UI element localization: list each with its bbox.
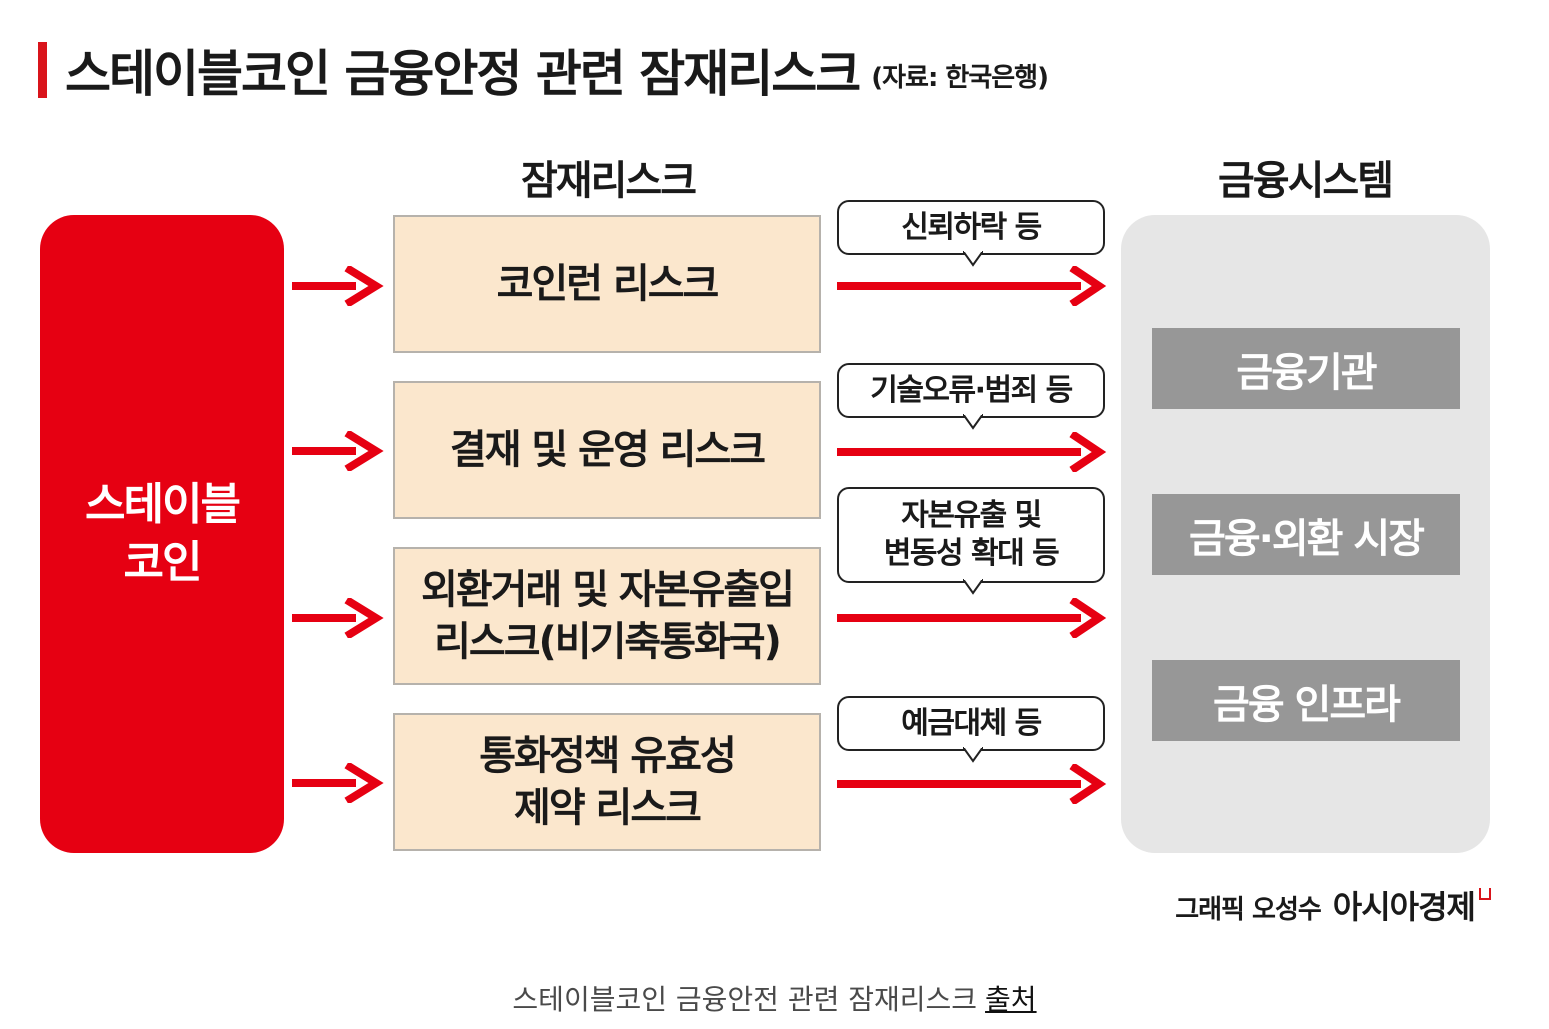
arrow-to-system-4	[837, 764, 1107, 804]
stablecoin-label: 스테이블 코인	[85, 479, 241, 588]
bubble-tail-icon	[963, 251, 983, 267]
system-item-infrastructure: 금융 인프라	[1152, 660, 1460, 741]
system-item-label: 금융기관	[1236, 349, 1377, 396]
risk-label: 통화정책 유효성 제약 리스크	[479, 733, 737, 831]
source-link[interactable]: 출처	[985, 983, 1037, 1016]
effect-label: 자본유출 및 변동성 확대 등	[883, 498, 1060, 571]
risk-box-fx-capital: 외환거래 및 자본유출입 리스크(비기축통화국)	[393, 547, 821, 685]
risk-box-payment: 결재 및 운영 리스크	[393, 381, 821, 519]
risk-column-header: 잠재리스크	[521, 158, 697, 204]
arrow-to-risk-1	[292, 266, 384, 306]
arrow-to-risk-4	[292, 763, 384, 803]
arrow-to-risk-2	[292, 431, 384, 471]
graphic-credit: 그래픽 오성수	[1175, 895, 1322, 925]
publisher-logo: 아시아경제	[1332, 888, 1476, 926]
risk-box-coin-run: 코인런 리스크	[393, 215, 821, 353]
bubble-tail-icon	[963, 579, 983, 595]
system-item-fx-market: 금융·외환 시장	[1152, 494, 1460, 575]
system-item-institutions: 금융기관	[1152, 328, 1460, 409]
financial-system-panel: 금융기관 금융·외환 시장 금융 인프라	[1121, 215, 1490, 853]
arrow-to-risk-3	[292, 598, 384, 638]
diagram-title: 스테이블코인 금융안정 관련 잠재리스크	[65, 45, 861, 103]
arrow-to-system-3	[837, 598, 1107, 638]
risk-label: 외환거래 및 자본유출입 리스크(비기축통화국)	[421, 567, 795, 665]
title-row: 스테이블코인 금융안정 관련 잠재리스크 (자료: 한국은행)	[38, 38, 1049, 103]
stablecoin-box: 스테이블 코인	[40, 215, 284, 853]
system-item-label: 금융 인프라	[1213, 681, 1401, 728]
logo-mark-icon	[1479, 888, 1491, 900]
effect-label: 예금대체 등	[901, 705, 1042, 741]
caption-text: 스테이블코인 금융안전 관련 잠재리스크	[512, 983, 978, 1016]
system-column-header: 금융시스템	[1218, 158, 1394, 204]
effect-label: 신뢰하락 등	[901, 209, 1042, 245]
arrow-to-system-2	[837, 432, 1107, 472]
credit-line: 그래픽 오성수 아시아경제	[1175, 882, 1491, 928]
risk-label: 결재 및 운영 리스크	[449, 427, 766, 473]
effect-label: 기술오류·범죄 등	[870, 372, 1073, 408]
effect-bubble-2: 기술오류·범죄 등	[837, 363, 1105, 430]
source-note: (자료: 한국은행)	[871, 62, 1049, 93]
arrow-to-system-1	[837, 266, 1107, 306]
effect-bubble-4: 예금대체 등	[837, 696, 1105, 763]
risk-label: 코인런 리스크	[496, 261, 720, 307]
risk-box-monetary-policy: 통화정책 유효성 제약 리스크	[393, 713, 821, 851]
title-accent-bar	[38, 42, 47, 98]
bubble-tail-icon	[963, 414, 983, 430]
effect-bubble-1: 신뢰하락 등	[837, 200, 1105, 267]
effect-bubble-3: 자본유출 및 변동성 확대 등	[837, 487, 1105, 595]
system-item-label: 금융·외환 시장	[1189, 515, 1425, 562]
bubble-tail-icon	[963, 747, 983, 763]
